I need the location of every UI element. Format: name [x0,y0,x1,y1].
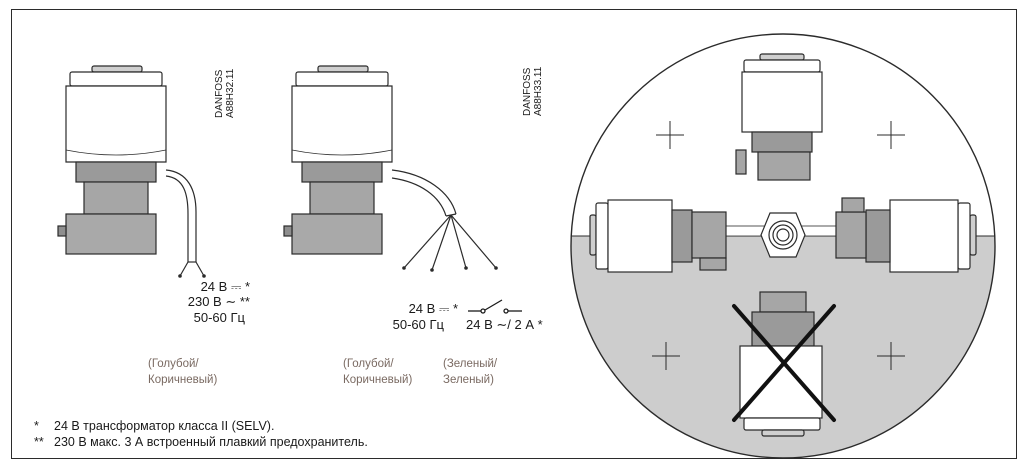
footnote-1: *24 В трансформатор класса II (SELV). [34,419,275,433]
diagram-frame [11,9,1017,459]
rating-left-24v: 24 В ⎓ * [200,279,250,295]
wire-end-right-4 [494,266,498,270]
wire-colors-right-1: (Голубой/Коричневый) [343,358,413,386]
wire-end-right-2 [430,268,434,272]
mounting-positions [570,33,996,459]
wire-colors-right-2: (Зеленый/Зеленый) [443,358,498,386]
footnote-2: **230 В макс. 3 А встроенный плавкий пре… [34,435,368,449]
wire-end-left-1 [178,274,182,278]
forbidden-cross-icon [732,304,836,422]
wire-end-left-2 [202,274,206,278]
frequency-right: 50-60 Гц [392,317,444,332]
actuator-left [57,65,205,277]
switch-rating: 24 В ∼/ 2 А * [466,317,543,332]
wire-end-right-3 [464,266,468,270]
actuator-right [283,65,497,271]
rating-left-230v: 230 В ∼ ** [187,294,250,310]
wire-colors-left: (Голубой/Коричневый) [148,358,218,386]
valve-nut-icon [725,212,837,258]
rating-right-24v: 24 В ⎓ * [408,301,458,317]
frequency-left: 50-60 Гц [193,310,245,325]
switch-contact-icon [468,299,522,314]
wire-end-right-1 [402,266,406,270]
